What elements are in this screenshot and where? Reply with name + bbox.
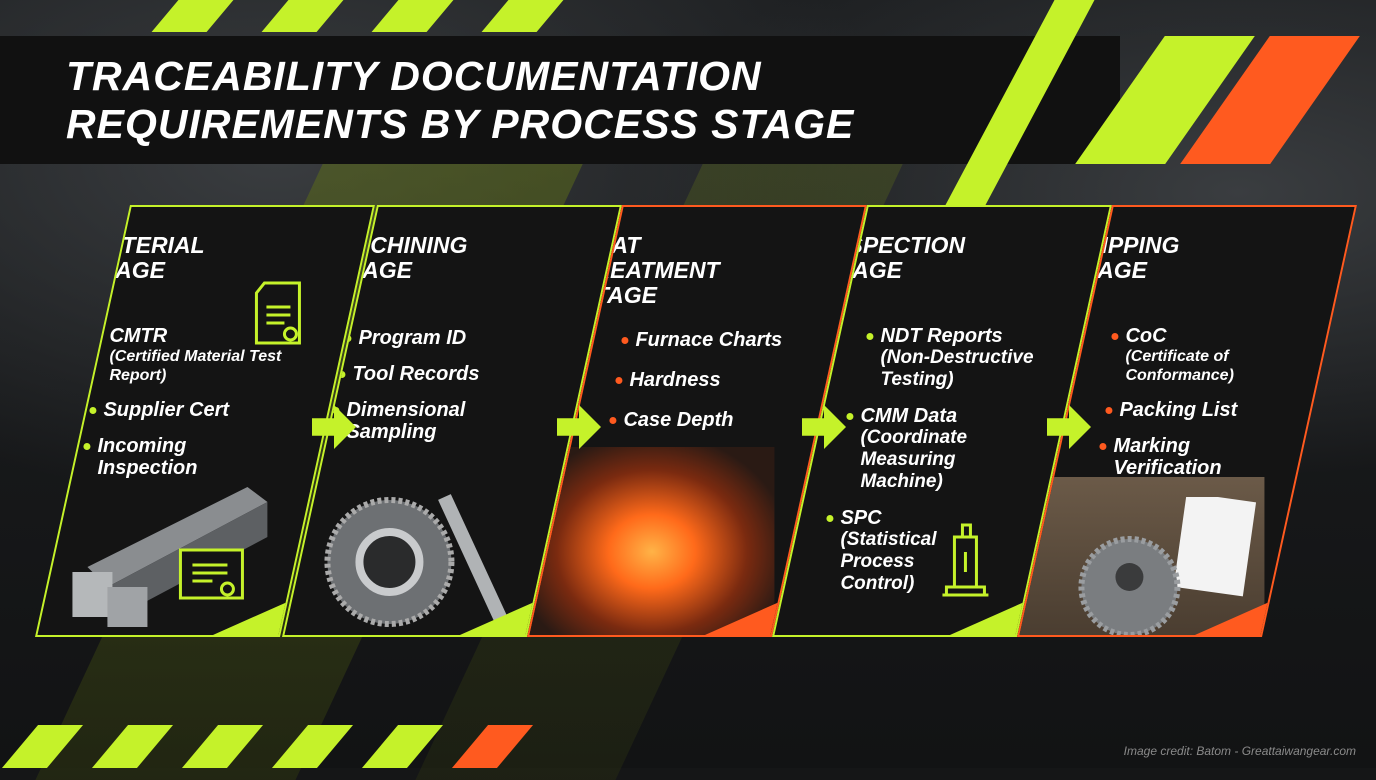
doc-item: Case Depth <box>609 409 821 431</box>
title-line-1: TRACEABILITY DOCUMENTATION <box>66 53 762 99</box>
stage-card-5: 5SHIPPINGSTAGE CoC(Certificate of Confor… <box>1017 205 1357 637</box>
doc-item: Furnace Charts <box>621 329 821 351</box>
doc-item: CMM Data(Coordinate Measuring Machine) <box>846 405 986 493</box>
title-line-2: REQUIREMENTS BY PROCESS STAGE <box>66 101 855 147</box>
furnace-image <box>529 447 775 637</box>
cmm-machine-icon <box>942 523 989 597</box>
gear-caliper-image <box>324 494 511 627</box>
doc-item: Supplier Cert <box>89 399 295 421</box>
page-title: TRACEABILITY DOCUMENTATION REQUIREMENTS … <box>66 52 854 148</box>
doc-item: Incoming Inspection <box>83 435 213 479</box>
document-certificate-icon <box>254 281 301 345</box>
doc-item: Dimensional Sampling <box>332 399 482 443</box>
image-credit: Image credit: Batom - Greattaiwangear.co… <box>1123 744 1356 758</box>
doc-item: Hardness <box>615 369 821 391</box>
stage-name: STAGE <box>579 282 658 308</box>
stage-card-1: 1MATERIALSTAGE CMTR(Certified Material T… <box>35 205 375 637</box>
doc-item: Program ID <box>344 327 544 349</box>
doc-item: NDT Reports(Non-Destructive Testing) <box>866 325 1051 391</box>
title-banner <box>0 36 1120 164</box>
doc-item: CMTR(Certified Material Test Report) <box>95 325 295 385</box>
stage-card-2: 2MACHININGSTAGE Program ID Tool Records … <box>282 205 622 637</box>
doc-item: Tool Records <box>338 363 544 385</box>
certificate-icon <box>178 548 244 600</box>
doc-item: SPC(Statistical Process Control) <box>826 507 946 595</box>
doc-item: Packing List <box>1105 399 1281 421</box>
gear-certificate-image <box>1078 497 1257 637</box>
doc-item: CoC(Certificate of Conformance) <box>1111 325 1281 385</box>
doc-item: Marking Verification <box>1099 435 1239 479</box>
stage-card-4: 4INSPECTIONSTAGE NDT Reports(Non-Destruc… <box>772 205 1112 637</box>
